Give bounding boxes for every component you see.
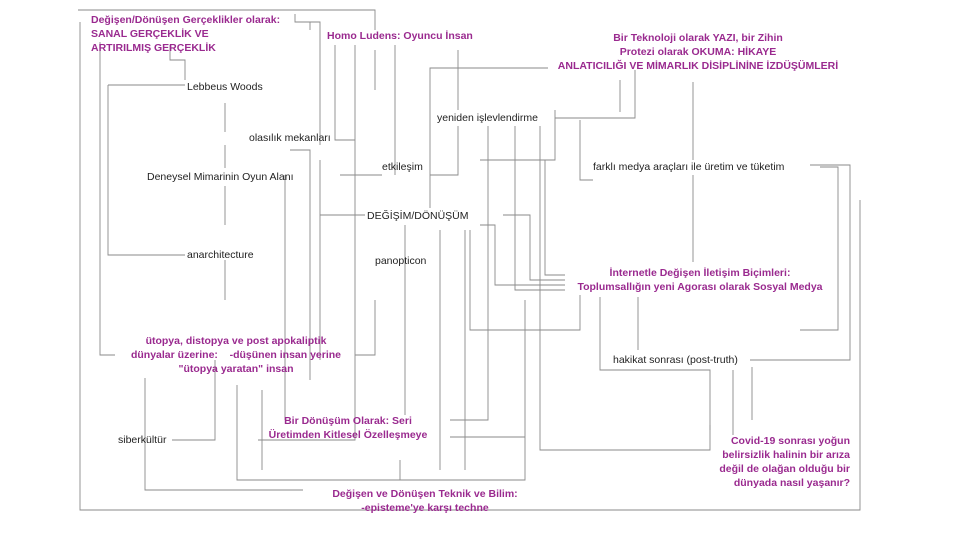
node-lebbeus-woods: Lebbeus Woods [187, 81, 263, 93]
node-sanal-gerceklik: Değişen/Dönüşen Gerçeklikler olarak: SAN… [91, 14, 281, 54]
connector-line [579, 120, 593, 181]
node-covid-19: Covid-19 sonrası yoğun belirsizlik halin… [719, 435, 850, 489]
node-farkli-medya: farklı medya araçları ile üretim ve tüke… [593, 161, 785, 173]
connector-line [450, 126, 489, 421]
connector-line [800, 166, 839, 331]
connector-line [107, 85, 185, 256]
connector-line [480, 110, 556, 161]
connector-line [555, 70, 636, 119]
node-internet-iletisim: İnternetle Değişen İletişim Biçimleri: T… [577, 267, 823, 293]
connector-line [290, 149, 311, 380]
node-deneysel-mimari: Deneysel Mimarinin Oyun Alanı [147, 171, 294, 183]
connector-line [430, 126, 459, 176]
node-panopticon: panopticon [375, 255, 427, 267]
connector-line [236, 300, 526, 481]
connector-line [334, 45, 355, 141]
node-anarchitecture: anarchitecture [187, 249, 254, 261]
connector-line [539, 126, 711, 451]
node-degisim-donusum: DEĞİŞİM/DÖNÜŞÜM [367, 210, 469, 222]
connector-line [172, 360, 216, 441]
connector-line [79, 22, 861, 511]
connector-line [99, 42, 115, 356]
node-olasilik-mekanlari: olasılık mekanları [249, 132, 331, 144]
connector-line [514, 126, 565, 291]
node-homo-ludens: Homo Ludens: Oyuncu İnsan [327, 30, 473, 42]
connector-line [78, 9, 376, 30]
node-etkilesim: etkileşim [382, 161, 423, 173]
connector-line [544, 160, 565, 276]
connector-line [294, 14, 321, 145]
connector-line [169, 45, 186, 80]
connector-line [429, 67, 548, 175]
node-siberkultur: siberkültür [118, 434, 167, 446]
node-yeniden-islevlendirme: yeniden işlevlendirme [437, 112, 538, 124]
connector-line [144, 378, 303, 491]
connector-line [480, 224, 565, 286]
connector-line [503, 214, 565, 281]
connector-line [599, 297, 711, 430]
node-utopya-distopya: ütopya, distopya ve post apokaliptik dün… [130, 335, 342, 375]
node-yazi-okuma: Bir Teknoloji olarak YAZI, bir Zihin Pro… [557, 32, 839, 72]
connector-line [355, 300, 376, 356]
node-teknik-bilim: Değişen ve Dönüşen Teknik ve Bilim: -epi… [332, 488, 518, 514]
node-hakikat-sonrasi: hakikat sonrası (post-truth) [613, 354, 738, 366]
connector-line [258, 45, 356, 441]
node-seri-uretim: Bir Dönüşüm Olarak: Seri Üretimden Kitle… [268, 415, 428, 441]
connector-line [750, 164, 851, 361]
